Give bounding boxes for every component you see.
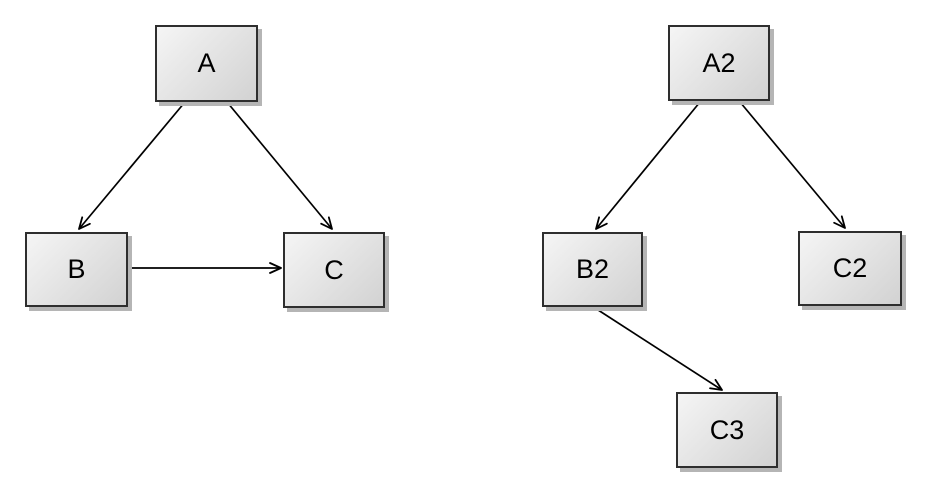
edge-A-C [226, 101, 333, 230]
node-label: C3 [709, 414, 745, 445]
node-C: C [283, 232, 385, 308]
node-A2: A2 [668, 25, 770, 101]
edge-A2-B2 [595, 101, 701, 230]
node-label: C2 [832, 253, 868, 283]
node-label: B2 [575, 254, 610, 284]
node-A: A [155, 25, 258, 102]
node-C3: C3 [676, 392, 778, 468]
node-B: B [25, 232, 128, 307]
edge-A-B [78, 101, 186, 230]
edge-B2-C3 [594, 307, 723, 391]
node-B2: B2 [542, 232, 643, 307]
edge-A2-C2 [739, 101, 846, 229]
node-label: B [67, 254, 86, 284]
node-label: C [324, 254, 344, 285]
node-label: A [197, 48, 216, 78]
node-label: A2 [702, 47, 736, 78]
node-C2: C2 [798, 231, 902, 306]
